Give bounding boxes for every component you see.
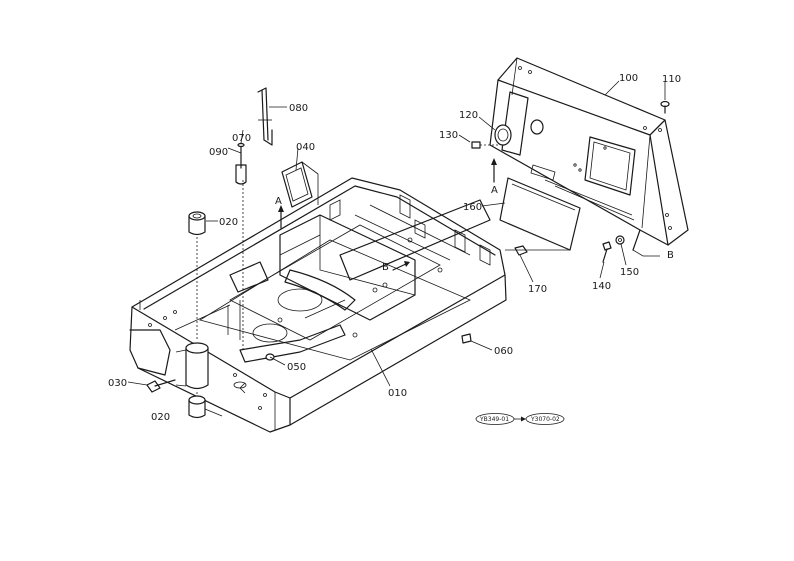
label-030: 030: [108, 378, 127, 389]
label-020-upper: 020: [219, 217, 238, 228]
mark-a-panel: A: [491, 185, 498, 196]
label-110: 110: [662, 74, 681, 85]
bolt-140: [602, 241, 612, 263]
seal-040: [281, 161, 319, 208]
rod-080: [257, 87, 273, 146]
label-140: 140: [592, 281, 611, 292]
label-150: 150: [620, 267, 639, 278]
nut-060: [461, 333, 472, 344]
label-120: 120: [459, 110, 478, 121]
mark-a-frame: A: [275, 196, 282, 207]
screw-130: [471, 141, 498, 149]
reference-codes: YB349-01 Y3070-02: [475, 413, 565, 425]
pivot-tube: [175, 342, 209, 390]
label-040: 040: [296, 142, 315, 153]
clip-090: [235, 164, 247, 185]
arrow-a-frame: [278, 205, 284, 229]
grommet-120: [494, 124, 512, 146]
pin-070: [237, 142, 245, 169]
label-090: 090: [209, 147, 228, 158]
label-020-lower: 020: [151, 412, 170, 423]
bolt-030: [146, 379, 176, 393]
washer-150: [615, 235, 625, 245]
label-160: 160: [463, 202, 482, 213]
label-010: 010: [388, 388, 407, 399]
ref-oval-to: [525, 413, 565, 425]
leader-lines: [127, 80, 666, 417]
label-170: 170: [528, 284, 547, 295]
bushing-020-lower: [188, 395, 206, 419]
dash-panel-100: [489, 57, 689, 251]
label-080: 080: [289, 103, 308, 114]
arrow-a-panel: [491, 158, 497, 183]
bushing-020-upper: [188, 211, 206, 236]
label-100: 100: [619, 73, 638, 84]
mark-b-frame: B: [382, 262, 389, 273]
label-130: 130: [439, 130, 458, 141]
screw-110: [660, 100, 670, 114]
label-070: 070: [232, 133, 251, 144]
nut-170: [514, 245, 528, 256]
arrow-b-frame: [392, 261, 410, 271]
label-050: 050: [287, 362, 306, 373]
ref-code-to: Y3070-02: [530, 416, 560, 423]
label-060: 060: [494, 346, 513, 357]
ref-code-from: YB349-01: [479, 416, 509, 423]
mark-b-panel: B: [667, 250, 674, 261]
main-frame-010: [129, 177, 507, 433]
